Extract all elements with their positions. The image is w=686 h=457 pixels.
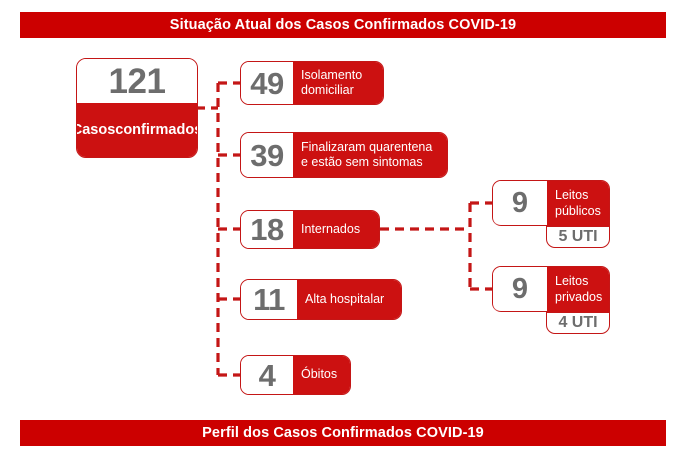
node-leitos-privados-number: 9: [493, 267, 547, 312]
node-finalizaram-quarentena-number: 39: [241, 133, 293, 177]
node-finalizaram-quarentena-label: Finalizaram quarentena e estão sem sinto…: [293, 133, 447, 177]
node-finalizaram-quarentena-label-line2: e estão sem sintomas: [301, 155, 423, 169]
node-alta-hospitalar-label-line1: Alta hospitalar: [305, 291, 385, 306]
node-casos-confirmados-label: Casos confirmados: [77, 103, 197, 157]
node-leitos-publicos-uti: 5 UTI: [546, 226, 610, 248]
node-leitos-privados-label-line1: Leitos: [555, 274, 589, 289]
node-casos-confirmados-label-line2: confirmados: [115, 121, 198, 138]
node-isolamento-domiciliar-number: 49: [241, 62, 293, 104]
node-leitos-privados-label-line2: privados: [555, 289, 603, 304]
node-leitos-privados[interactable]: 9 Leitos privados: [492, 266, 610, 312]
node-leitos-privados-uti: 4 UTI: [546, 312, 610, 334]
node-internados-label: Internados: [293, 211, 379, 248]
node-isolamento-domiciliar-label: Isolamento domiciliar: [293, 62, 383, 104]
node-isolamento-domiciliar[interactable]: 49 Isolamento domiciliar: [240, 61, 384, 105]
node-finalizaram-quarentena[interactable]: 39 Finalizaram quarentena e estão sem si…: [240, 132, 448, 178]
node-isolamento-domiciliar-label-line2: domiciliar: [301, 83, 354, 97]
node-leitos-privados-label: Leitos privados: [547, 267, 609, 312]
node-leitos-publicos-label-line2: públicos: [555, 203, 601, 218]
node-casos-confirmados-number: 121: [77, 59, 197, 103]
node-obitos-label-line1: Óbitos: [301, 367, 338, 382]
top-banner-title: Situação Atual dos Casos Confirmados COV…: [20, 12, 666, 38]
node-leitos-publicos-label: Leitos públicos: [547, 181, 609, 226]
node-leitos-publicos-label-line1: Leitos: [555, 188, 589, 203]
node-finalizaram-quarentena-label-line1: Finalizaram quarentena: [301, 139, 433, 154]
node-obitos-label: Óbitos: [293, 356, 350, 394]
node-obitos-number: 4: [241, 356, 293, 394]
node-internados[interactable]: 18 Internados: [240, 210, 380, 249]
node-leitos-publicos[interactable]: 9 Leitos públicos: [492, 180, 610, 226]
node-internados-number: 18: [241, 211, 293, 248]
node-alta-hospitalar[interactable]: 11 Alta hospitalar: [240, 279, 402, 320]
node-alta-hospitalar-label: Alta hospitalar: [297, 280, 401, 319]
node-leitos-publicos-number: 9: [493, 181, 547, 226]
node-casos-confirmados[interactable]: 121 Casos confirmados: [76, 58, 198, 158]
node-casos-confirmados-label-line1: Casos: [76, 121, 116, 138]
node-isolamento-domiciliar-label-line1: Isolamento: [301, 67, 363, 82]
bottom-banner-title: Perfil dos Casos Confirmados COVID-19: [20, 420, 666, 446]
node-alta-hospitalar-number: 11: [241, 280, 297, 319]
node-internados-label-line1: Internados: [301, 221, 361, 236]
node-obitos[interactable]: 4 Óbitos: [240, 355, 351, 395]
